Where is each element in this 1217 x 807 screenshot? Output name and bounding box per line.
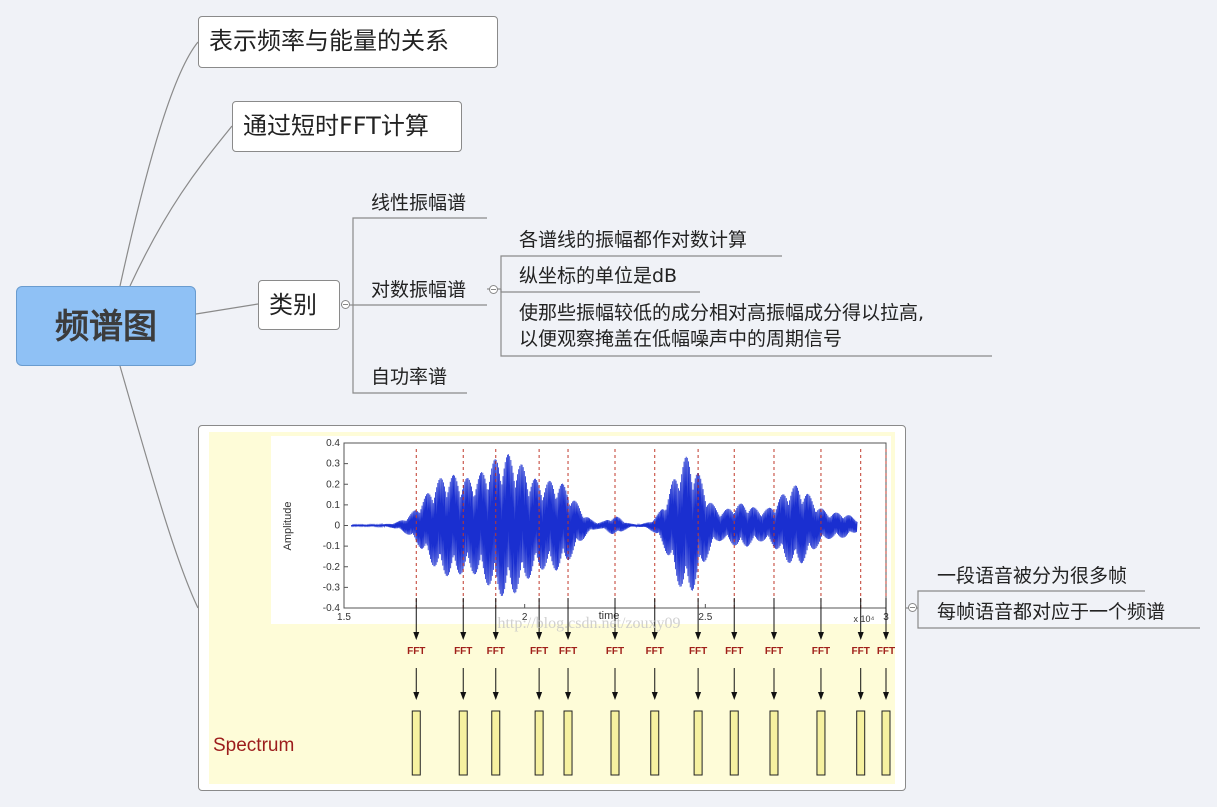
arrow-head (695, 692, 702, 700)
arrow-head (857, 692, 864, 700)
spectrum-bar (693, 710, 703, 776)
spectrum-bar (881, 710, 891, 776)
arrow-head (651, 692, 658, 700)
spectrogram-chart: 0.40.30.20.10-0.1-0.2-0.3-0.41.522.53Amp… (209, 432, 895, 784)
y-tick-label: 0 (334, 521, 340, 532)
arrow-head (883, 632, 889, 640)
branch-category[interactable]: 类别 (258, 280, 340, 330)
spectrum-bar (563, 710, 573, 776)
y-tick-label: -0.4 (323, 603, 341, 614)
spectrum-label: Spectrum (213, 735, 294, 756)
arrow-head (565, 692, 572, 700)
arrow-head (770, 632, 777, 640)
x-tick-label: 2 (522, 612, 528, 623)
spectrum-bar (458, 710, 468, 776)
detail-observe-periodic[interactable]: 使那些振幅较低的成分相对高振幅成分得以拉高, 以便观察掩盖在低幅噪声中的周期信号 (519, 300, 924, 352)
arrow-head (492, 692, 499, 700)
detail-unit-db[interactable]: 纵坐标的单位是dB (519, 265, 678, 287)
arrow-head (695, 632, 702, 640)
arrow-head (612, 692, 618, 700)
fft-label: FFT (877, 646, 895, 657)
y-axis-label: Amplitude (282, 502, 294, 551)
arrow-head (731, 632, 738, 640)
category-log-amplitude[interactable]: 对数振幅谱 (371, 279, 467, 301)
y-tick-label: -0.1 (323, 541, 341, 552)
collapse-toggle-icon[interactable] (489, 285, 498, 294)
x-tick-label: 1.5 (337, 612, 351, 623)
spectrum-bar (650, 710, 660, 776)
arrow-head (883, 692, 889, 700)
detail-line: 以便观察掩盖在低幅噪声中的周期信号 (519, 328, 843, 350)
spectrum-bar (769, 710, 779, 776)
arrow-head (413, 632, 420, 640)
arrow-head (460, 692, 467, 700)
note-speech-frames[interactable]: 一段语音被分为很多帧 (937, 565, 1128, 587)
arrow-head (413, 692, 420, 700)
fft-label: FFT (454, 646, 472, 657)
spectrum-bar (534, 710, 544, 776)
detail-line: 使那些振幅较低的成分相对高振幅成分得以拉高, (519, 302, 925, 324)
y-tick-label: 0.1 (326, 500, 340, 511)
y-tick-label: 0.4 (326, 438, 340, 449)
arrow-head (536, 632, 543, 640)
y-tick-label: -0.3 (323, 582, 341, 593)
fft-label: FFT (765, 646, 783, 657)
spectrogram-figure-node[interactable]: 0.40.30.20.10-0.1-0.2-0.3-0.41.522.53Amp… (198, 425, 906, 791)
category-linear-amplitude[interactable]: 线性振幅谱 (371, 192, 467, 214)
arrow-head (651, 632, 658, 640)
y-tick-label: -0.2 (323, 562, 341, 573)
spectrum-bar (729, 710, 739, 776)
fft-label: FFT (852, 646, 870, 657)
arrow-head (460, 632, 467, 640)
arrow-head (770, 692, 777, 700)
fft-label: FFT (530, 646, 548, 657)
spectrum-bar (816, 710, 826, 776)
arrow-head (857, 632, 864, 640)
collapse-toggle-icon[interactable] (908, 603, 917, 612)
arrow-head (536, 692, 543, 700)
arrow-head (565, 632, 572, 640)
watermark-text: http://blog.csdn.net/zouxy09 (497, 615, 680, 632)
fft-label: FFT (646, 646, 664, 657)
fft-label: FFT (559, 646, 577, 657)
spectrum-bar (856, 710, 866, 776)
x-axis-label: time (599, 610, 620, 622)
arrow-head (817, 692, 824, 700)
category-power-spectrum[interactable]: 自功率谱 (371, 366, 448, 388)
x-tick-label: 2.5 (698, 612, 712, 623)
collapse-toggle-icon[interactable] (341, 300, 350, 309)
detail-log-calculation[interactable]: 各谱线的振幅都作对数计算 (519, 229, 748, 251)
fft-label: FFT (407, 646, 425, 657)
fft-label: FFT (487, 646, 505, 657)
spectrum-bar (610, 710, 620, 776)
x-axis-multiplier: x 10⁴ (854, 614, 875, 624)
fft-label: FFT (725, 646, 743, 657)
fft-label: FFT (812, 646, 830, 657)
root-node-spectrogram[interactable]: 频谱图 (16, 286, 196, 366)
spectrum-bar (491, 710, 501, 776)
fft-label: FFT (689, 646, 707, 657)
arrow-head (492, 632, 499, 640)
arrow-head (612, 632, 618, 640)
note-frame-spectrum[interactable]: 每帧语音都对应于一个频谱 (937, 601, 1166, 623)
arrow-head (731, 692, 738, 700)
branch-freq-energy[interactable]: 表示频率与能量的关系 (198, 16, 498, 68)
y-tick-label: 0.2 (326, 479, 340, 490)
y-tick-label: 0.3 (326, 459, 340, 470)
arrow-head (817, 632, 824, 640)
branch-short-time-fft[interactable]: 通过短时FFT计算 (232, 101, 462, 152)
fft-label: FFT (606, 646, 624, 657)
waveform-series (350, 454, 858, 597)
spectrum-bar (411, 710, 421, 776)
